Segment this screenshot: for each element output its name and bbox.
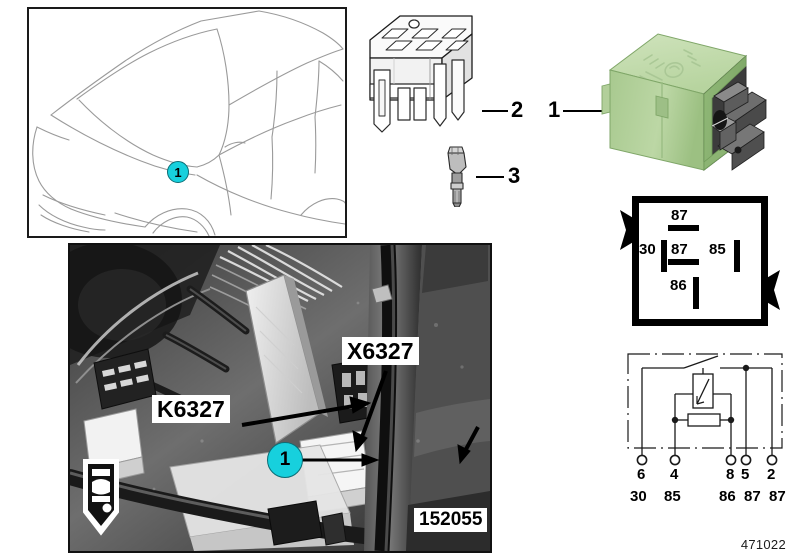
schematic-terminal-number-87-a: 87: [744, 488, 761, 505]
footprint-blade-86: [693, 277, 699, 309]
footprint-label-87-top: 87: [671, 207, 688, 224]
relay-circuit-schematic: 6 4 8 5 2 30 85 86 87 87: [620, 346, 790, 506]
callout-3-leader: [476, 176, 504, 178]
connector-label-x6327: X6327: [342, 337, 419, 366]
schematic-pin-number-5: 5: [741, 466, 750, 483]
drawing-number: 471022: [740, 537, 786, 552]
vehicle-direction-icon: [83, 459, 119, 536]
footprint-outline: 87 30 87 85 86: [632, 196, 768, 326]
callout-2-leader: [482, 110, 508, 112]
terminal-pin-drawing: [447, 146, 467, 208]
schematic-pin-number-4: 4: [670, 466, 679, 483]
schematic-pin-number-2: 2: [767, 466, 776, 483]
photo-location-marker-label: 1: [279, 449, 291, 470]
schematic-pin-number-8: 8: [726, 466, 735, 483]
relay-socket-drawing: [369, 15, 473, 133]
vehicle-location-marker-label: 1: [174, 164, 182, 180]
footprint-blade-30: [661, 240, 667, 272]
schematic-terminal-circles: [636, 454, 778, 466]
vehicle-location-marker: 1: [167, 161, 189, 183]
footprint-blade-87-top: [668, 225, 699, 231]
terminal-pin-illustration: [440, 145, 476, 208]
photo-annotation-arrows: [241, 370, 480, 467]
schematic-terminal-number-86: 86: [719, 488, 736, 505]
schematic-terminal-number-85: 85: [664, 488, 681, 505]
footprint-blade-85: [734, 240, 740, 272]
relay-terminal-footprint: 87 30 87 85 86: [620, 196, 780, 326]
footprint-label-87-middle: 87: [671, 241, 688, 258]
callout-1-leader: [563, 110, 605, 112]
callout-2-number: 2: [511, 97, 524, 122]
relay-socket-illustration: [364, 8, 484, 140]
relay-label-k6327: K6327: [152, 395, 230, 424]
footprint-label-85: 85: [709, 241, 726, 258]
photo-location-marker: 1: [267, 442, 303, 478]
schematic-drawing: [627, 353, 783, 466]
schematic-pin-number-6: 6: [637, 466, 646, 483]
relay-photo: [600, 22, 780, 182]
footprint-blade-87-middle: [668, 259, 699, 265]
relay-drawing: [601, 33, 767, 172]
engine-bay-photo: X6327 K6327 1 152055: [68, 243, 492, 553]
callout-1-number: 1: [548, 97, 561, 122]
vehicle-location-panel: 1: [27, 7, 347, 238]
footprint-label-30: 30: [639, 241, 656, 258]
footprint-label-86: 86: [670, 277, 687, 294]
vehicle-outline-drawing: [32, 10, 345, 236]
photo-image-number: 152055: [414, 508, 488, 532]
schematic-terminal-number-30: 30: [630, 488, 647, 505]
schematic-terminal-number-87-b: 87: [769, 488, 786, 505]
schematic-junction-dots: [671, 364, 750, 424]
callout-3-number: 3: [508, 163, 521, 188]
engine-bay-photo-image: [70, 245, 490, 551]
